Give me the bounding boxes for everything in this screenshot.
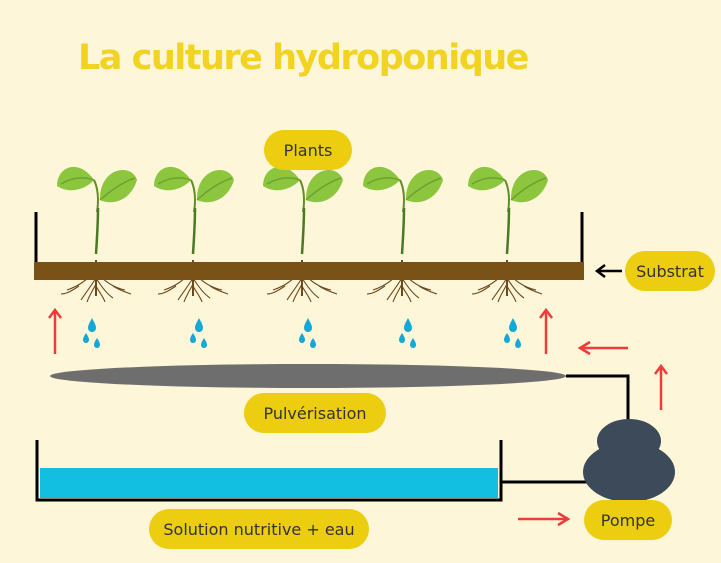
plants-group [55,165,550,304]
label-solution: Solution nutritive + eau [149,509,369,549]
red-arrow-right-up-head [539,307,553,319]
red-arrow-pump-up-head [654,363,668,375]
plant-5 [466,165,550,304]
label-plants: Plants [264,130,352,170]
pipe-to-misting-bar [566,374,630,424]
nutrient-water [40,468,498,498]
substrate-bar [34,262,584,280]
black-arrow-substrat-head [594,264,606,278]
plant-4 [361,165,445,304]
water-droplets-2 [190,318,207,348]
water-droplets-5 [504,318,521,348]
label-substrat: Substrat [625,251,715,291]
reservoir-walls [35,440,503,502]
label-pompe: Pompe [584,500,672,540]
plant-2 [152,165,236,304]
label-pulverisation: Pulvérisation [244,393,386,433]
red-arrow-left-up-head [48,307,62,319]
red-arrow-left-head [577,340,591,356]
plant-3 [261,165,345,304]
plant-1 [55,165,139,304]
water-droplets-1 [83,318,100,348]
water-droplets-3 [299,318,316,348]
misting-bar [50,364,566,388]
pump-shape [583,419,675,502]
diagram-title: La culture hydroponique [78,38,529,78]
red-arrow-right-head [557,511,571,527]
water-droplets-4 [399,318,416,348]
mist-droplets [83,318,521,348]
